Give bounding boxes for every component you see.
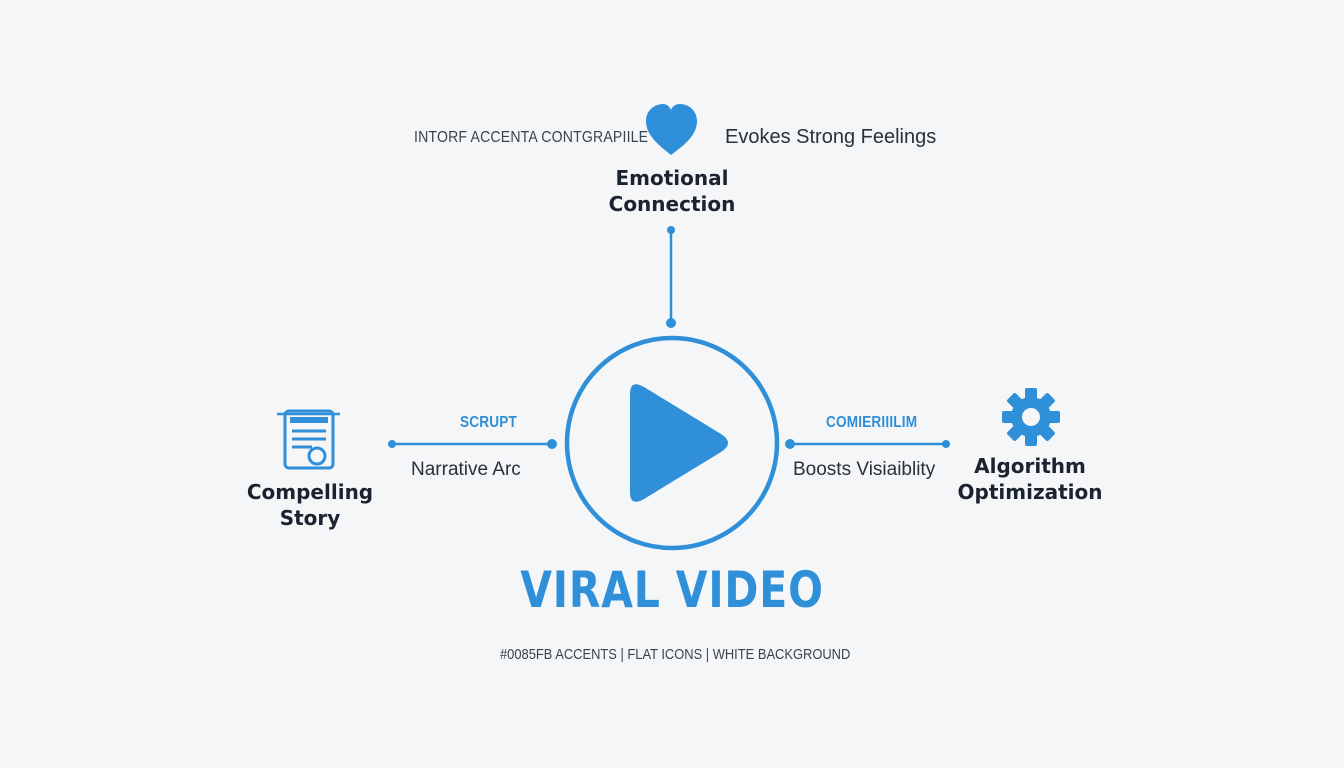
footer-note: #0085FB ACCENTS | FLAT ICONS | WHITE BAC… — [500, 646, 851, 663]
connector-left — [388, 439, 557, 449]
play-button-circle — [564, 335, 780, 551]
compelling-story-title: Compelling Story — [246, 480, 374, 530]
viral-video-title: VIRAL VIDEO — [520, 561, 824, 619]
right-connector-label: COMIERIIILIM — [826, 414, 918, 431]
left-connector-description: Narrative Arc — [411, 459, 521, 480]
play-icon — [630, 384, 728, 502]
right-connector-description: Boosts Visiaiblity — [793, 459, 936, 480]
heart-icon — [646, 104, 697, 155]
top-caption: INTORF ACCENTA CONTGRAPIILE — [414, 129, 649, 146]
connector-top — [666, 226, 676, 328]
left-connector-label: SCRUPT — [460, 414, 517, 431]
emotional-connection-title: Emotional Connection — [608, 166, 736, 216]
script-document-icon — [277, 409, 340, 470]
emotional-description: Evokes Strong Feelings — [725, 126, 937, 148]
gear-icon — [1002, 388, 1060, 446]
algorithm-optimization-title: Algorithm Optimization — [957, 454, 1103, 504]
connector-right — [785, 439, 950, 449]
